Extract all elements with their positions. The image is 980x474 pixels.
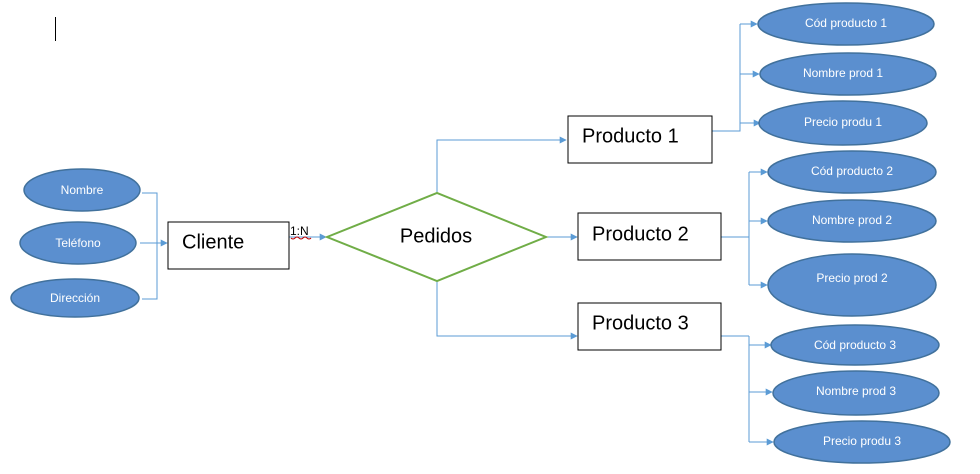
- producto-3-attribute-nombre[interactable]: Nombre prod 3: [772, 370, 940, 416]
- relationship-pedidos-label: Pedidos: [400, 225, 472, 247]
- producto-3-attribute-precio[interactable]: Precio produ 3: [773, 420, 951, 464]
- producto-1-attribute-codigo[interactable]: Cód producto 1: [757, 2, 935, 46]
- producto-1-attribute-precio[interactable]: Precio produ 1: [758, 100, 928, 146]
- producto-2-attribute-nombre[interactable]: Nombre prod 2: [767, 199, 937, 243]
- attribute-label: Teléfono: [55, 236, 101, 250]
- connectors: [140, 20, 774, 446]
- attribute-label: Precio produ 1: [804, 115, 882, 129]
- producto-1-attribute-nombre[interactable]: Nombre prod 1: [759, 52, 937, 96]
- connector-producto-1-bracket: [712, 24, 741, 132]
- producto-3-attribute-codigo[interactable]: Cód producto 3: [770, 324, 940, 366]
- cardinality-label: 1:N: [290, 224, 309, 238]
- connector-producto-3-bracket: [721, 335, 750, 442]
- attribute-label: Precio prod 2: [816, 271, 888, 285]
- attribute-label: Cód producto 3: [814, 338, 896, 352]
- connector-producto-2-bracket: [721, 172, 750, 285]
- entity-cliente-label: Cliente: [182, 231, 244, 253]
- attribute-label: Dirección: [50, 291, 100, 305]
- connector-nombre: [142, 192, 158, 243]
- entity-producto-3-label: Producto 3: [592, 312, 689, 334]
- text-cursor: [55, 17, 56, 41]
- relationship-pedidos[interactable]: Pedidos: [324, 191, 549, 283]
- attribute-label: Cód producto 1: [805, 16, 887, 30]
- connector-pedidos-producto-3: [436, 281, 578, 340]
- attribute-label: Nombre: [61, 183, 104, 197]
- client-attribute-telefono[interactable]: Teléfono: [19, 221, 137, 265]
- producto-2-attribute-codigo[interactable]: Cód producto 2: [767, 150, 937, 194]
- entity-producto-3[interactable]: Producto 3: [577, 302, 722, 351]
- client-attribute-direccion[interactable]: Dirección: [10, 278, 140, 318]
- connector-direccion: [142, 243, 158, 300]
- attribute-label: Nombre prod 1: [803, 66, 883, 80]
- entity-producto-2[interactable]: Producto 2: [577, 212, 722, 261]
- entity-producto-1-label: Producto 1: [582, 125, 679, 147]
- attribute-label: Nombre prod 3: [816, 384, 896, 398]
- client-attribute-nombre[interactable]: Nombre: [23, 168, 141, 212]
- spelling-underline: [290, 236, 312, 240]
- attribute-label: Nombre prod 2: [812, 213, 892, 227]
- connector-pedidos-producto-1: [436, 136, 567, 192]
- attribute-label: Precio produ 3: [823, 434, 901, 448]
- entity-producto-1[interactable]: Producto 1: [567, 115, 713, 164]
- producto-2-attribute-precio[interactable]: Precio prod 2: [767, 253, 937, 317]
- attribute-label: Cód producto 2: [811, 164, 893, 178]
- entity-producto-2-label: Producto 2: [592, 223, 689, 245]
- entity-cliente[interactable]: Cliente: [167, 221, 290, 270]
